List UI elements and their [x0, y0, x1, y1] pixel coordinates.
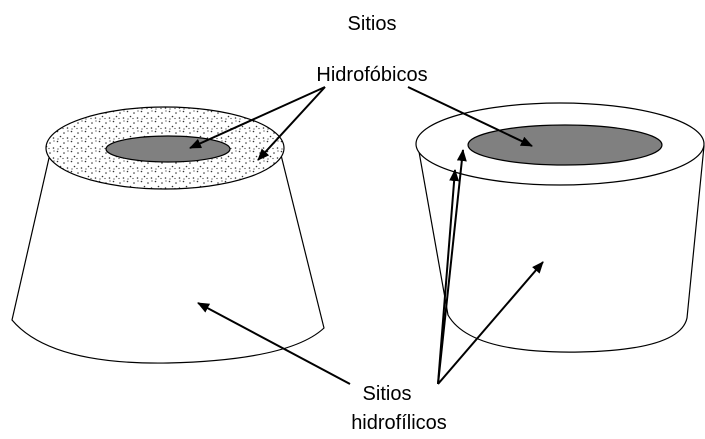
- hydrophobic-label-line1: Sitios: [348, 13, 397, 35]
- hydrophilic-label-line2: hidrofílicos: [351, 412, 447, 434]
- hydrophilic-label-line1: Sitios: [363, 383, 412, 405]
- right-cone-hydrophobic-cavity: [468, 125, 662, 165]
- right-cone: [416, 103, 704, 352]
- arrow-to-left-rim: [258, 87, 325, 160]
- left-cone: [12, 107, 324, 363]
- left-cone-hydrophobic-cavity: [106, 136, 230, 162]
- hydrophobic-label-line2: Hidrofóbicos: [316, 64, 427, 86]
